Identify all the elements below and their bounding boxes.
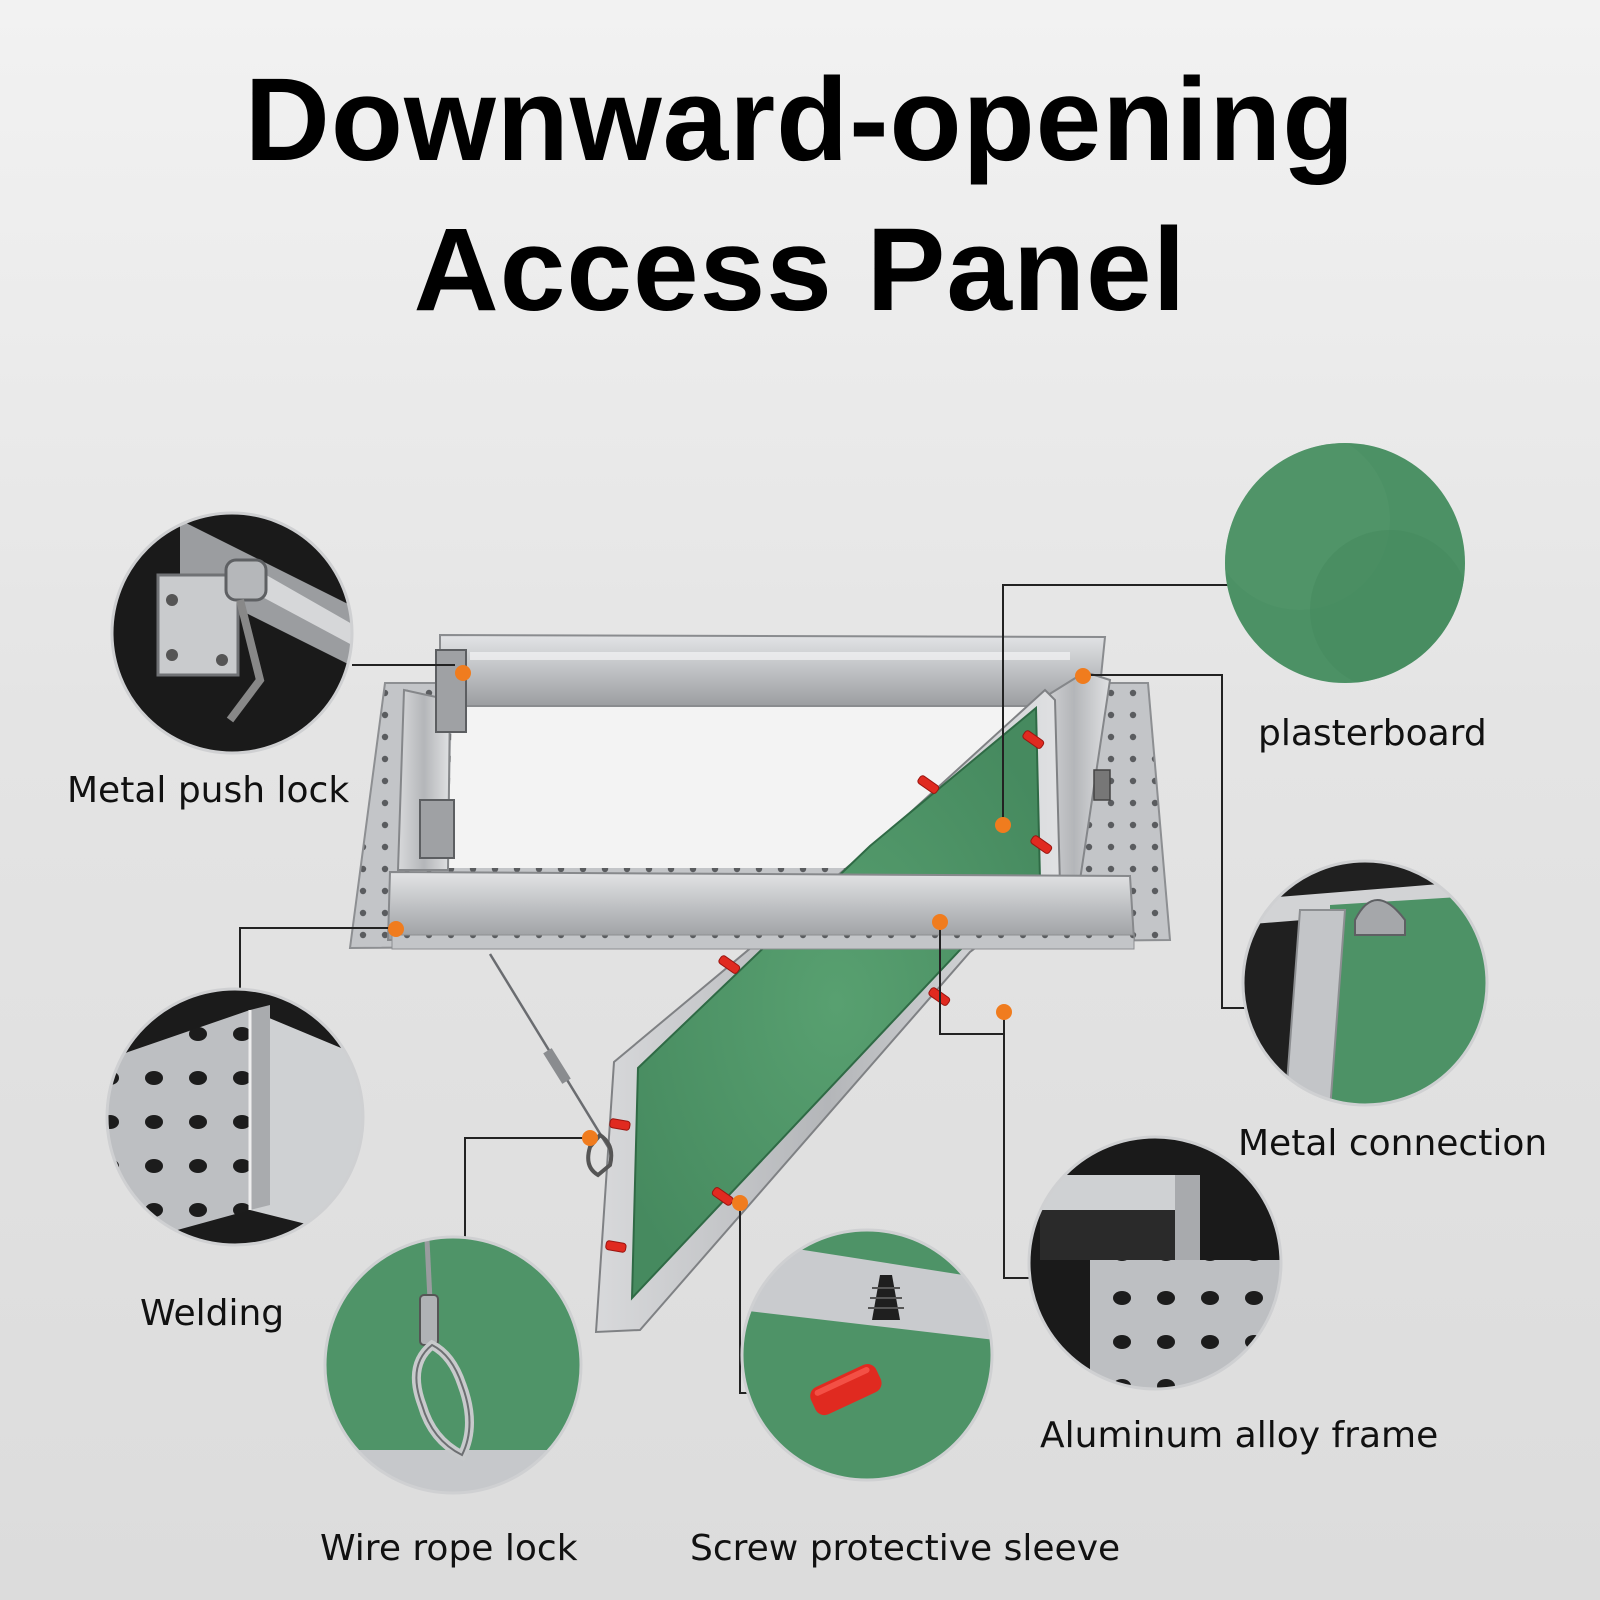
- red-sleeves: [605, 730, 1053, 1253]
- label-metal-push-lock: Metal push lock: [67, 770, 350, 811]
- red-sleeve-icon: [810, 1364, 882, 1416]
- label-plasterboard: plasterboard: [1258, 713, 1487, 754]
- marker-screw-sleeve: [732, 1195, 748, 1211]
- screw-icon: [868, 1275, 904, 1320]
- frame-front-rail: [386, 870, 1136, 941]
- detail-welding: [107, 989, 363, 1245]
- marker-frame-side: [996, 1004, 1012, 1020]
- label-screw-protective-sleeve: Screw protective sleeve: [690, 1528, 1121, 1569]
- detail-metal-connection: [1243, 861, 1487, 1105]
- access-panel-render: [348, 633, 1172, 1334]
- marker-welding: [388, 921, 404, 937]
- detail-screw-sleeve: [742, 1230, 992, 1480]
- push-lock-block: [435, 649, 467, 733]
- marker-aluminum-frame: [932, 914, 948, 930]
- detail-plasterboard: [1225, 443, 1465, 683]
- title-line-2: Access Panel: [413, 204, 1187, 336]
- marker-metal-connection: [1075, 668, 1091, 684]
- callout-markers: [388, 665, 1091, 1211]
- label-wire-rope-lock: Wire rope lock: [320, 1528, 578, 1569]
- label-aluminum-alloy-frame: Aluminum alloy frame: [1040, 1415, 1439, 1456]
- frame-back-rail: [439, 633, 1107, 707]
- label-welding: Welding: [140, 1293, 285, 1334]
- label-metal-connection: Metal connection: [1238, 1123, 1548, 1164]
- marker-wire-rope: [582, 1130, 598, 1146]
- detail-aluminum-frame: [1029, 1137, 1281, 1389]
- marker-plasterboard: [995, 817, 1011, 833]
- marker-push-lock: [455, 665, 471, 681]
- title-line-1: Downward-opening: [244, 54, 1356, 186]
- detail-metal-push-lock: [112, 513, 352, 753]
